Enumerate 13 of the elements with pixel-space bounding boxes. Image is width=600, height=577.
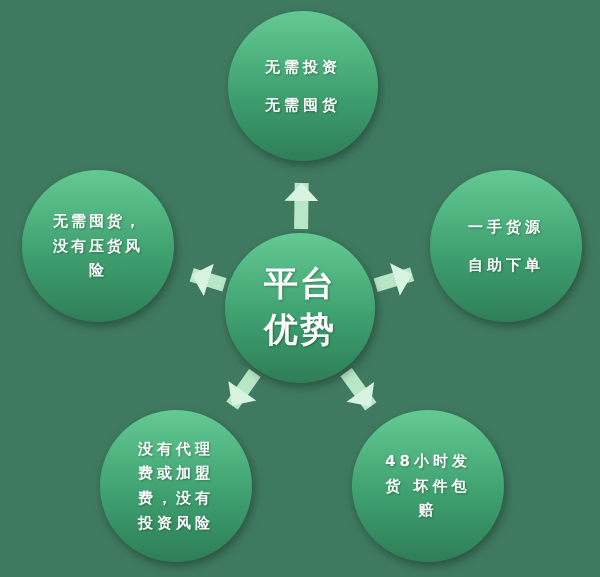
block-arrow [284, 182, 318, 230]
node-text: 没有代理费或加盟费，没有投资风险 [136, 438, 215, 534]
block-arrow [340, 368, 376, 411]
node-text: 48小时发货 坏件包赔 [384, 450, 472, 522]
node-text: 无需投资 [264, 57, 342, 78]
node-text: 无需囤货，没有压货风险 [52, 210, 144, 282]
block-arrow [374, 263, 414, 296]
node-text: 平台优势 [262, 263, 337, 352]
node-text: 自助下单 [467, 255, 545, 276]
node-text: 无需囤货 [264, 95, 342, 116]
block-arrow [190, 264, 227, 296]
node-text: 一手货源 [467, 217, 545, 238]
block-arrow [226, 368, 261, 410]
